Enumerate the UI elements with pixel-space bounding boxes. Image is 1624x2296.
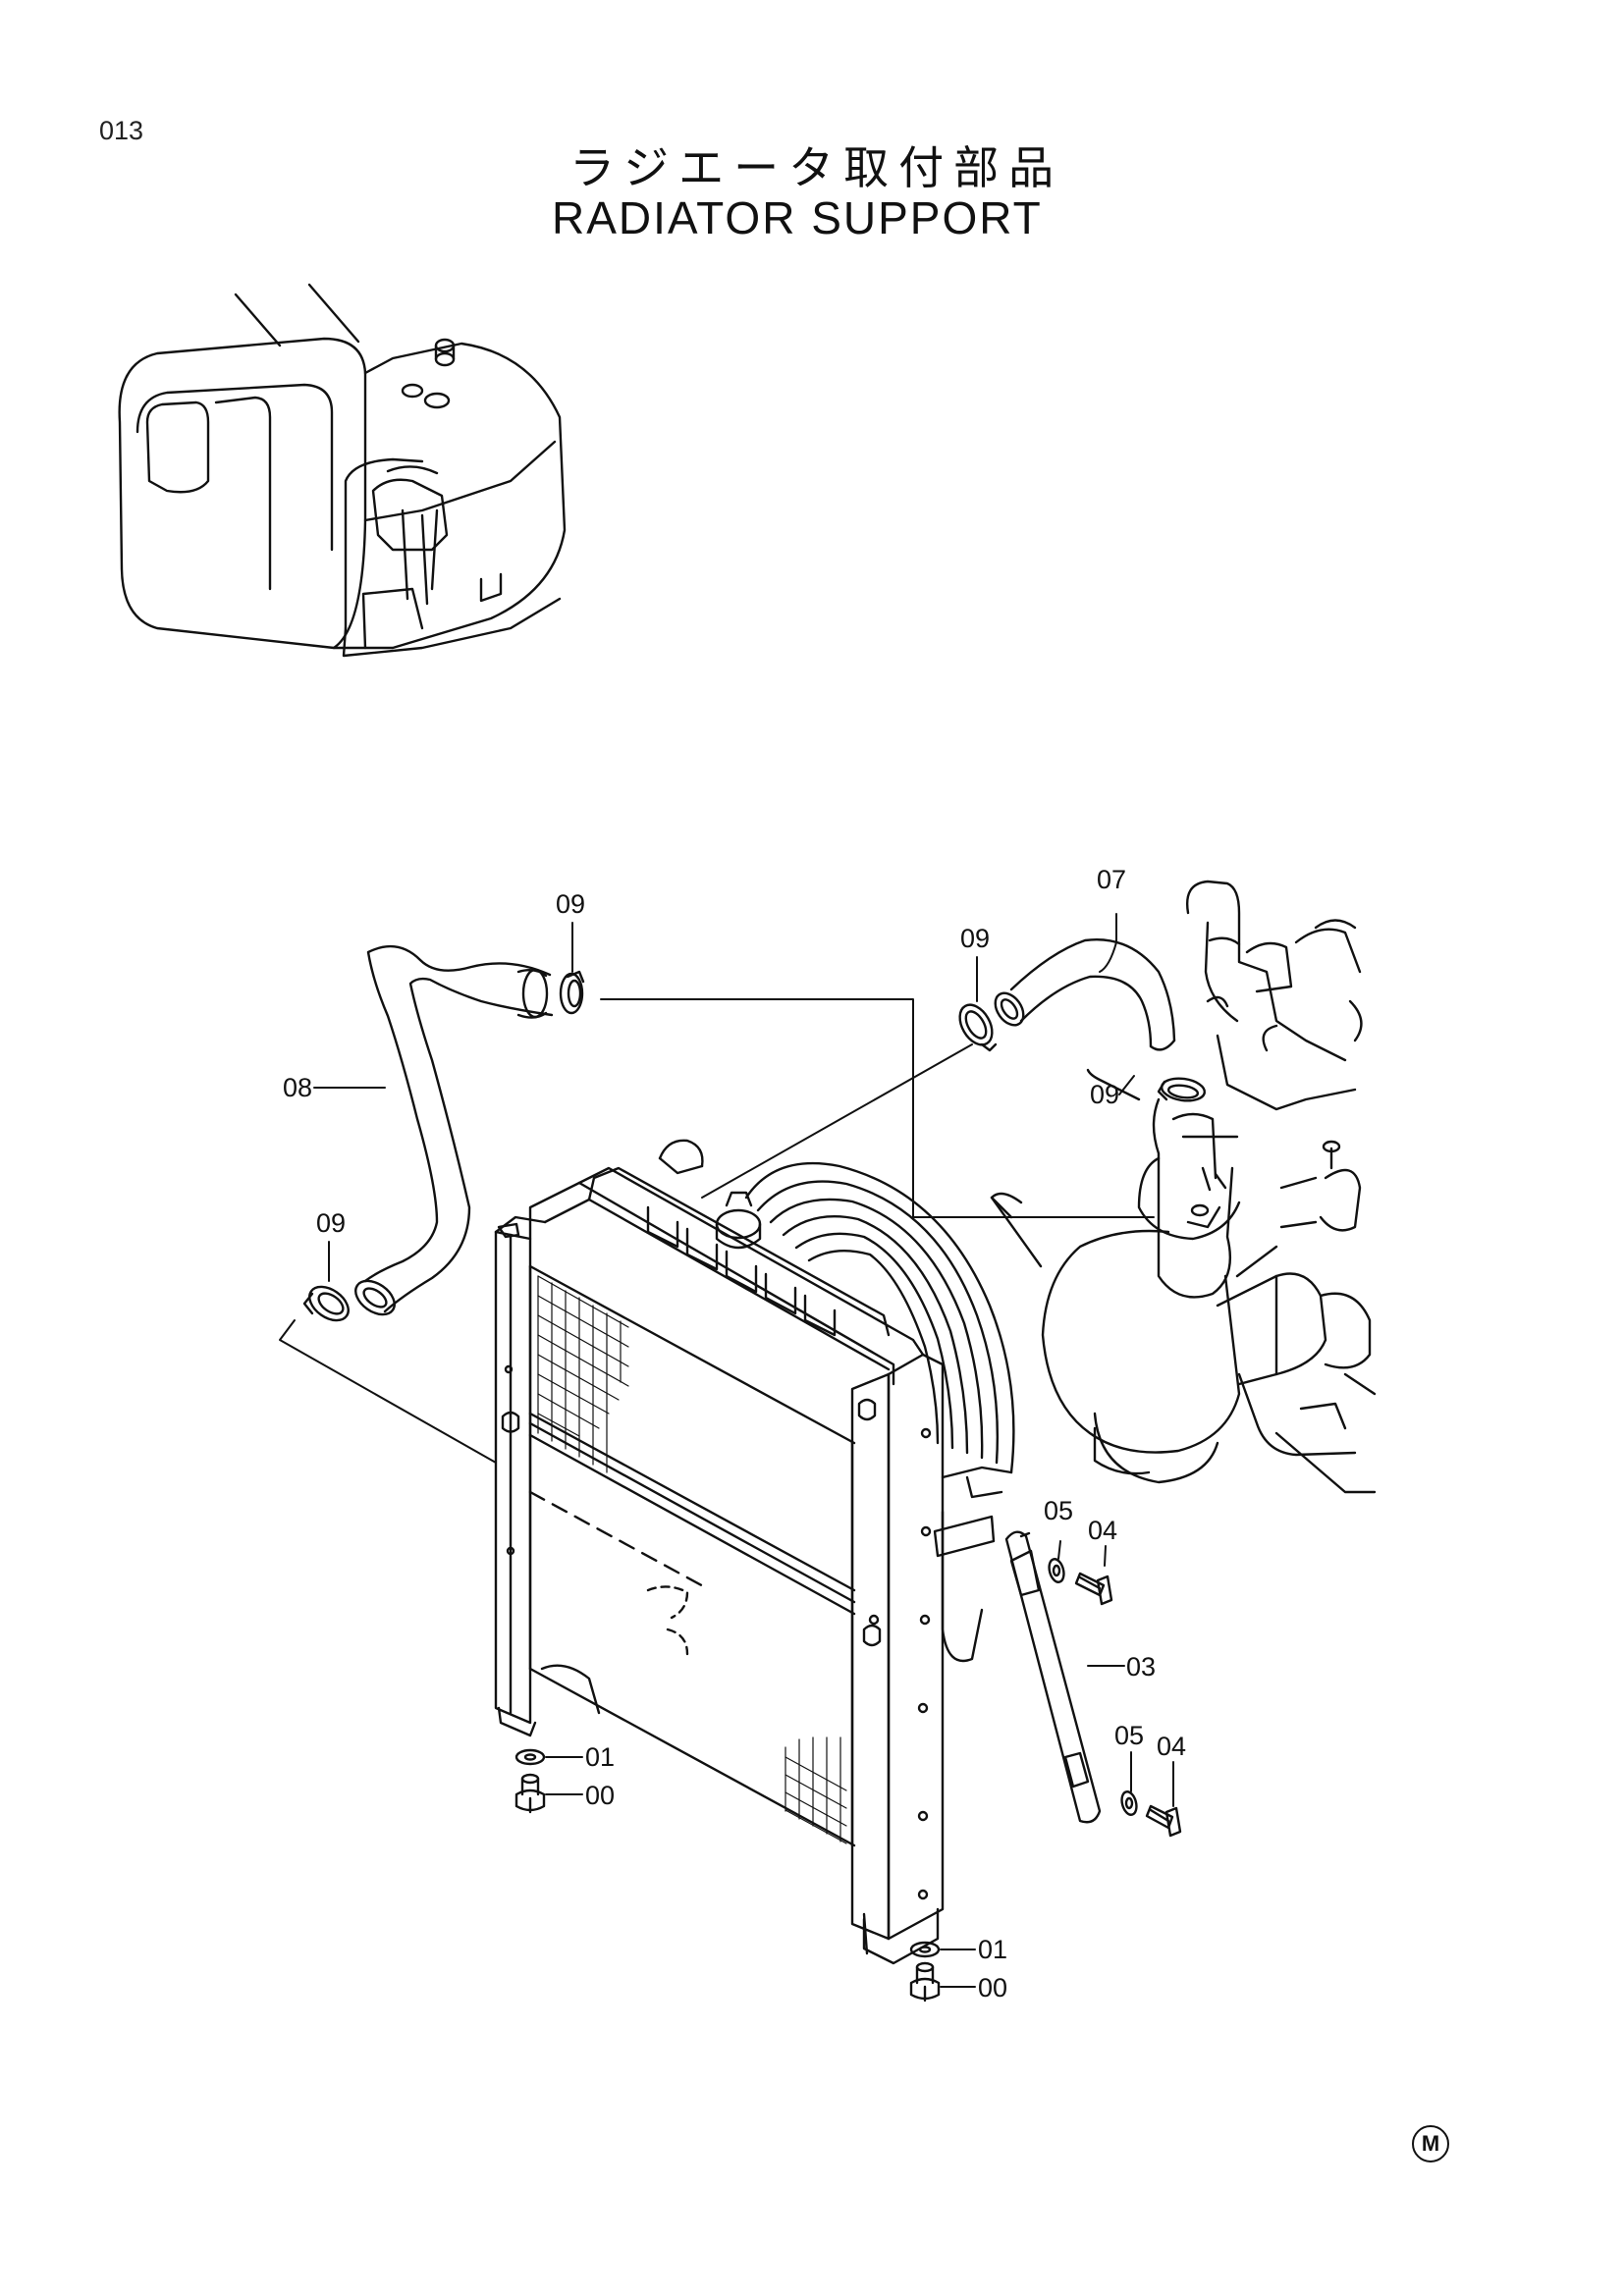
hose-clamp-09-top	[559, 970, 585, 1015]
manufacturer-mark: M	[1412, 2125, 1449, 2163]
title-japanese: ラジエータ取付部品	[569, 141, 1064, 194]
leader-lines	[279, 913, 1174, 1988]
washer-05-lower	[1120, 1790, 1138, 1816]
callout-09-engine: 09	[1090, 1080, 1119, 1109]
hose-clamp-09-engine	[1157, 1077, 1207, 1102]
bolt-04-upper	[1074, 1572, 1113, 1606]
callout-09-top: 09	[556, 889, 585, 919]
title-english: RADIATOR SUPPORT	[552, 192, 1043, 243]
bolt-00-right	[909, 1961, 941, 2002]
callout-05-lower: 05	[1114, 1721, 1144, 1750]
callout-labels: 09 07 09 08 09 09 05 04 03 05 04 01 00 0…	[283, 865, 1186, 2002]
radiator-stay-03	[933, 1515, 1102, 1824]
washer-05-upper	[1048, 1558, 1065, 1583]
hose-clamp-09-left	[302, 1285, 350, 1322]
fan-shroud	[744, 1161, 1015, 1663]
callout-04-lower: 04	[1157, 1732, 1186, 1761]
callout-03: 03	[1126, 1652, 1156, 1682]
callout-09-left: 09	[316, 1208, 346, 1238]
callout-01-right: 01	[978, 1935, 1007, 1964]
engine-assembly	[990, 880, 1377, 1494]
callout-00-left: 00	[585, 1781, 615, 1810]
upper-radiator-hose-07	[994, 938, 1176, 1051]
callout-09-right: 09	[960, 924, 990, 953]
lower-radiator-hose-08	[354, 944, 554, 1316]
callout-01-left: 01	[585, 1742, 615, 1772]
callout-07: 07	[1097, 865, 1126, 894]
callout-05-upper: 05	[1044, 1496, 1073, 1525]
hose-clamp-09-right-top	[958, 1003, 998, 1052]
page-number: 013	[99, 116, 144, 145]
excavator-overview	[118, 283, 567, 658]
callout-00-right: 00	[978, 1973, 1007, 2002]
washer-01-left	[514, 1748, 546, 1766]
washer-01-right	[909, 1941, 941, 1958]
bolt-00-left	[514, 1773, 546, 1814]
bolt-04-lower	[1145, 1804, 1182, 1838]
callout-08: 08	[283, 1073, 312, 1102]
callout-04-upper: 04	[1088, 1516, 1117, 1545]
radiator-core	[494, 1139, 945, 1965]
